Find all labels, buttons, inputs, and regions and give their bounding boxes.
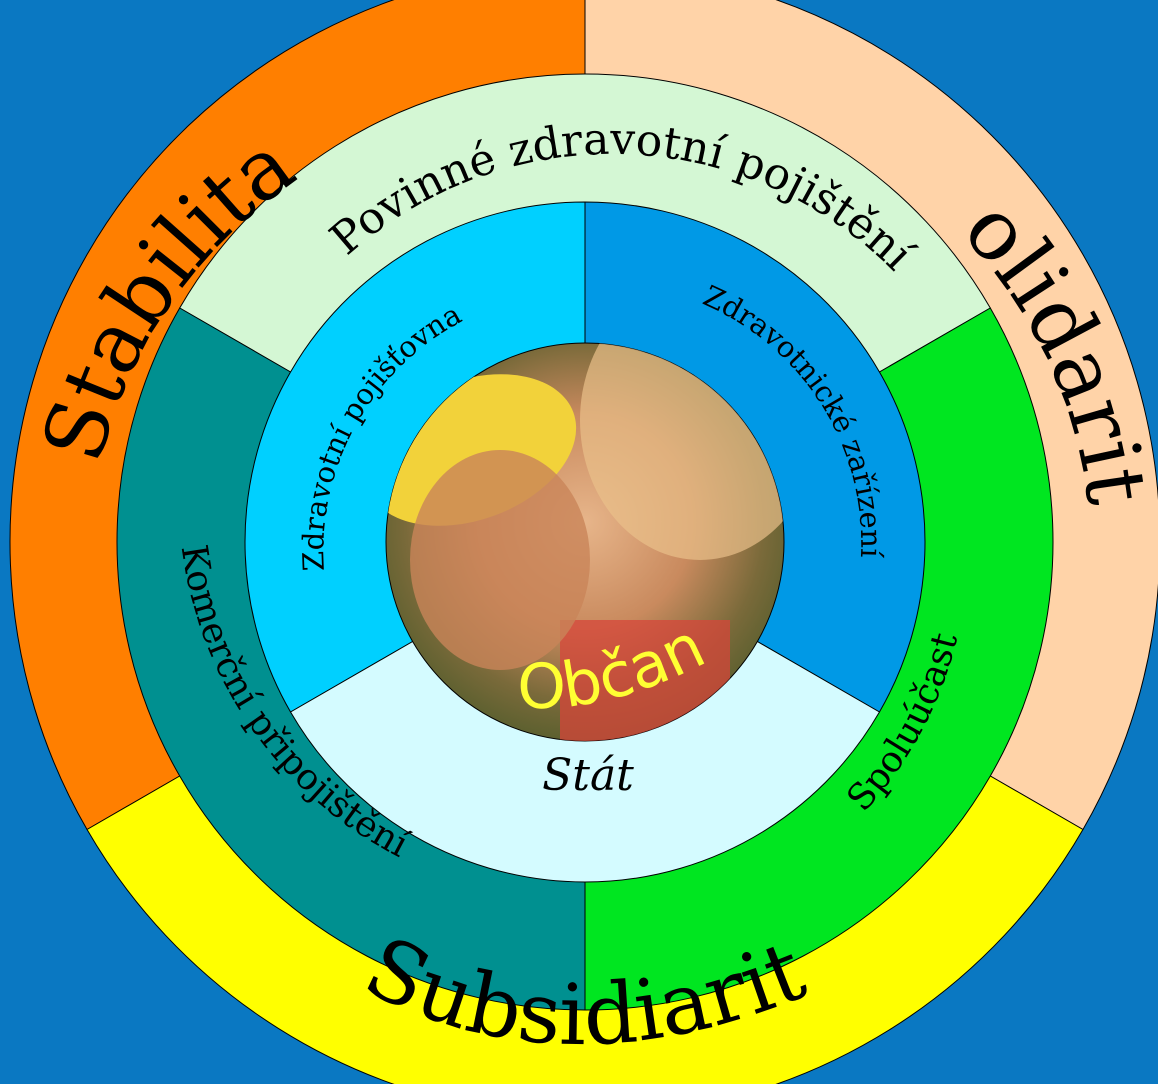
center-photo xyxy=(385,342,785,742)
inner-ring xyxy=(244,201,926,883)
label-stat: Stát xyxy=(542,750,634,801)
